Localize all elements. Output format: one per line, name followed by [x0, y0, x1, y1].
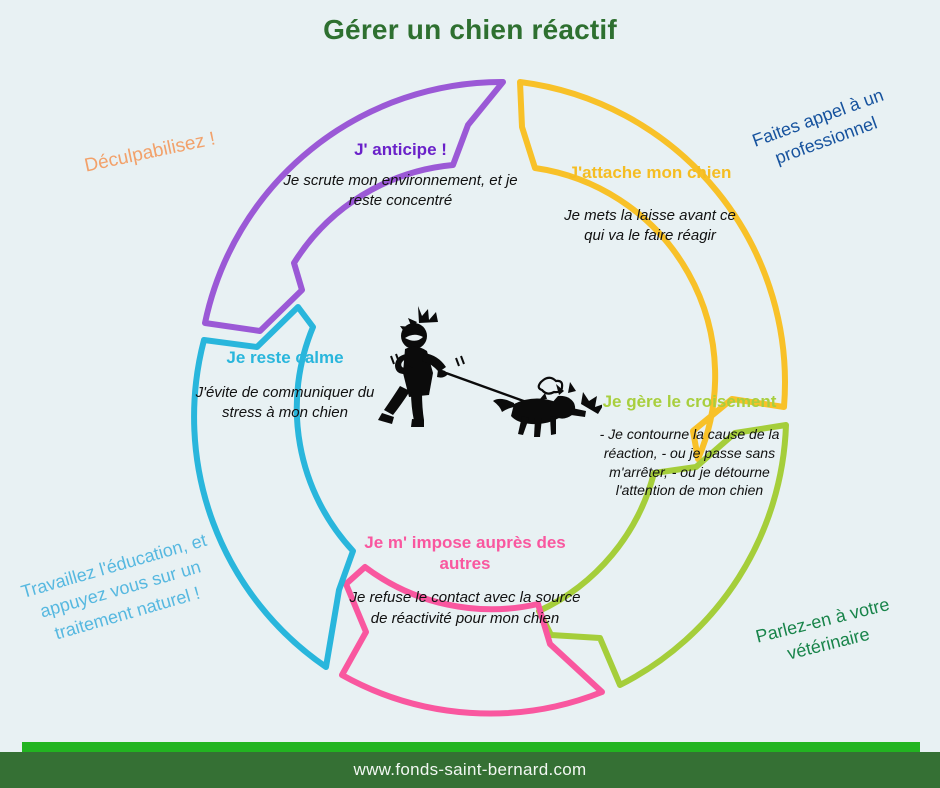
segment-text-impose: Je m' impose auprès des autres Je refuse…: [340, 533, 590, 629]
segment-heading-attache: J'attache mon chien: [568, 163, 732, 182]
segment-text-attache: J'attache mon chien Je mets la laisse av…: [560, 163, 740, 246]
person-dog-silhouette-icon: [378, 306, 602, 437]
footer-accent-bar: [22, 742, 920, 752]
segment-outline-croisement: [536, 422, 789, 688]
segment-body-attache: Je mets la laisse avant ce qui va le fai…: [564, 206, 736, 244]
segment-body-croisement: - Je contourne la cause de la réaction, …: [599, 425, 780, 499]
segment-body-calme: J'évite de communiquer du stress à mon c…: [195, 383, 375, 421]
segment-outline-attache: [517, 79, 788, 462]
segment-outline-calme: [191, 304, 356, 670]
cycle-wheel: [150, 55, 810, 717]
segment-outline-impose: [339, 564, 605, 717]
segment-outline-anticipe: [202, 78, 506, 334]
footer-website-url[interactable]: www.fonds-saint-bernard.com: [353, 760, 587, 779]
segment-text-anticipe: J' anticipe ! Je scrute mon environnemen…: [278, 140, 523, 211]
segment-heading-anticipe: J' anticipe !: [354, 140, 447, 159]
footer-band: [0, 752, 940, 788]
segment-text-calme: Je reste calme J'évite de communiquer du…: [190, 348, 380, 423]
segment-body-anticipe: Je scrute mon environnement, et je reste…: [283, 171, 518, 209]
segment-heading-croisement: Je gère le croisement: [602, 392, 777, 411]
segment-heading-impose: Je m' impose auprès des autres: [364, 533, 566, 573]
segment-text-croisement: Je gère le croisement - Je contourne la …: [597, 392, 782, 500]
center-illustration: [372, 296, 602, 461]
page-title: Gérer un chien réactif: [323, 14, 617, 45]
segment-body-impose: Je refuse le contact avec la source de r…: [349, 589, 581, 627]
segment-heading-calme: Je reste calme: [226, 348, 344, 367]
wheel-svg: [191, 78, 789, 717]
